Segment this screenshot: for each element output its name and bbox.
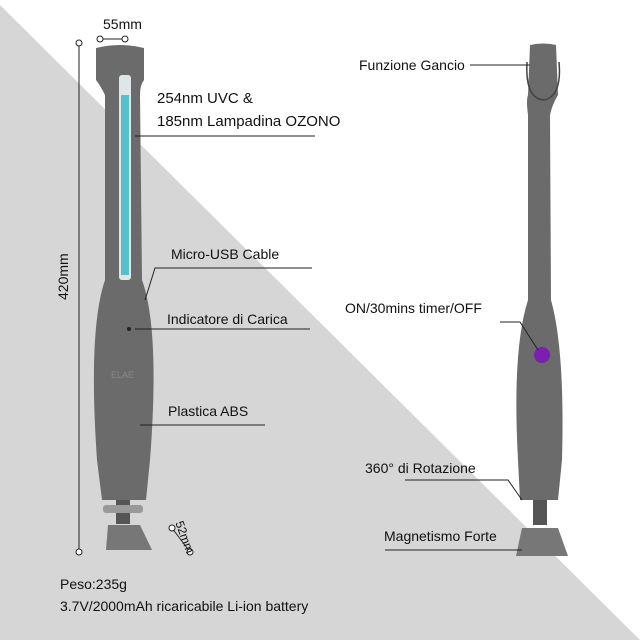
- width-dimension-label: 55mm: [103, 16, 142, 32]
- rotation-label: 360° di Rotazione: [365, 460, 476, 476]
- power-button[interactable]: [534, 347, 550, 363]
- battery-spec: 3.7V/2000mAh ricaricabile Li-ion battery: [60, 598, 309, 614]
- lamp-label-line1: 254nm UVC &: [157, 90, 253, 107]
- button-label: ON/30mins timer/OFF: [345, 300, 482, 316]
- background-triangle: [0, 5, 640, 640]
- material-label: Plastica ABS: [168, 403, 249, 419]
- lamp-label-line2: 185nm Lampadina OZONO: [157, 113, 341, 130]
- hook-label: Funzione Gancio: [359, 57, 465, 73]
- dimension-lines: [75, 35, 194, 556]
- height-dimension-label: 420mm: [55, 253, 71, 300]
- charge-indicator-label: Indicatore di Carica: [167, 311, 288, 327]
- device-front: ELAE: [93, 45, 154, 550]
- charge-indicator-led: [127, 327, 131, 331]
- leader-lines: [135, 64, 539, 551]
- hook: [526, 61, 561, 101]
- weight-spec: Peso:235g: [60, 576, 127, 592]
- svg-text:ELAE: ELAE: [111, 370, 134, 380]
- magnet-label: Magnetismo Forte: [384, 528, 497, 544]
- usb-label: Micro-USB Cable: [171, 246, 280, 262]
- device-back: [516, 43, 568, 556]
